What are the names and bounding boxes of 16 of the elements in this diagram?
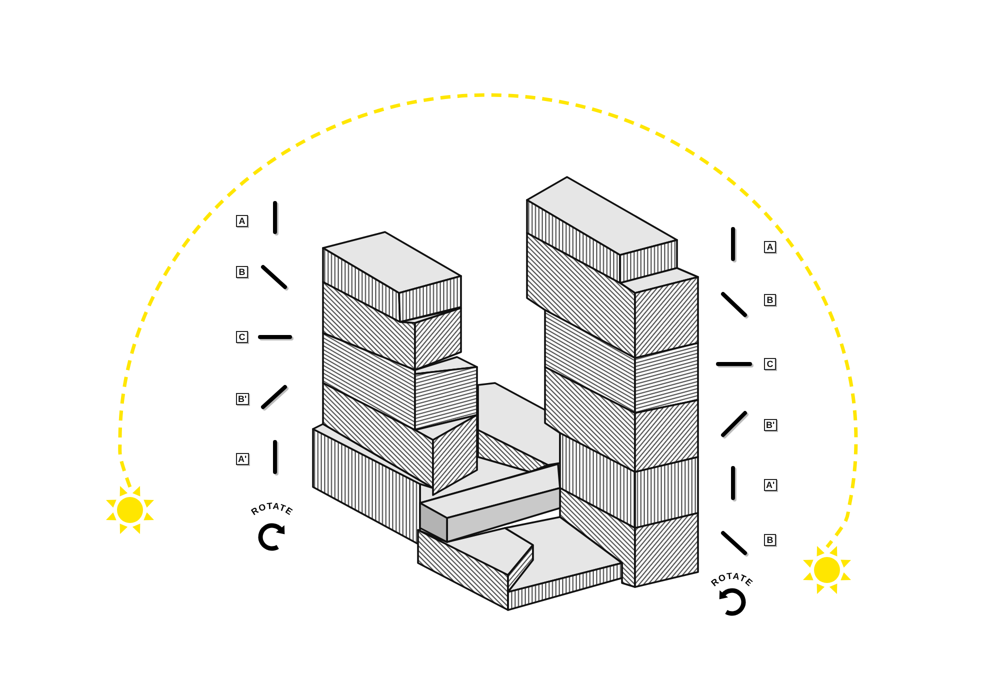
rotate-label: ROTATE — [709, 570, 755, 588]
letter-tag: C — [764, 358, 776, 370]
sun-icon — [802, 546, 852, 594]
letter-tag: A — [764, 241, 776, 253]
letter-tag: B — [764, 534, 776, 546]
letter-tag: A — [236, 215, 248, 227]
letter-tag: C — [236, 331, 248, 343]
letter-tag: B — [236, 266, 248, 278]
letter-tag: B — [764, 294, 776, 306]
rotate-label: ROTATE — [249, 500, 295, 518]
letter-tag: B' — [236, 393, 249, 405]
letter-tag: A' — [236, 453, 249, 465]
sun-icon — [106, 486, 154, 534]
letter-tag: B' — [764, 419, 777, 431]
letter-tag: A' — [764, 479, 777, 491]
sun-path-arc — [118, 93, 858, 548]
